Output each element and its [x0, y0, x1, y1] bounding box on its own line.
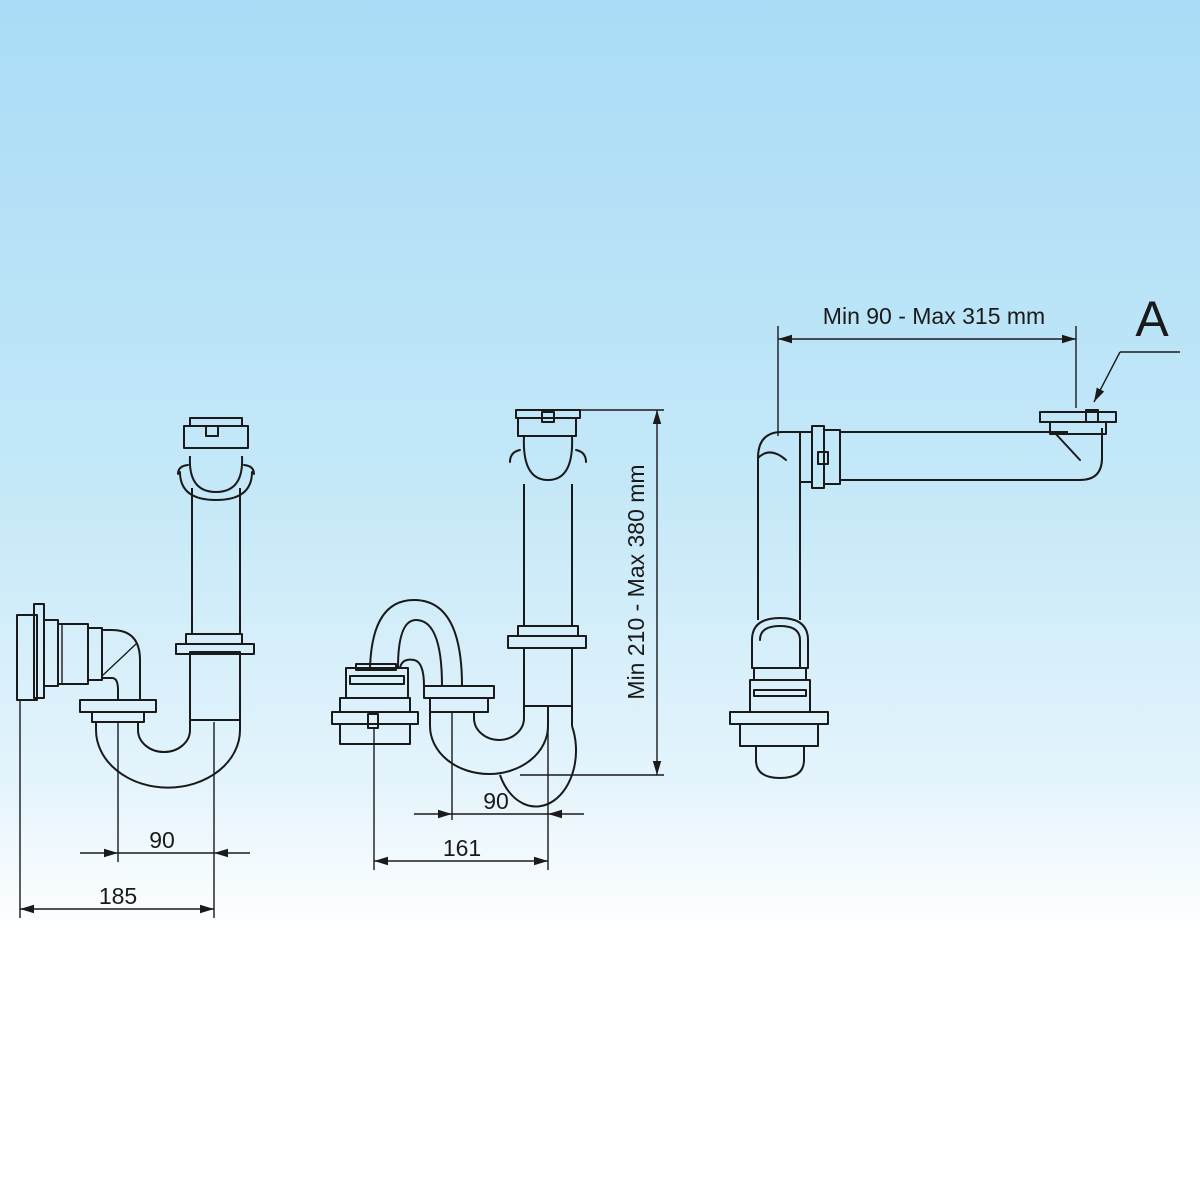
trap-2-width-dimension: 161	[443, 835, 481, 861]
trap-2-height-dimension: Min 210 - Max 380 mm	[623, 464, 649, 699]
trap-1-width-dimension: 185	[99, 883, 137, 909]
trap-3-drawing	[729, 326, 1180, 779]
trap-1-drawing	[16, 417, 255, 918]
callout-a-label: A	[1135, 291, 1169, 347]
trap-2-drawing	[331, 409, 664, 870]
trap-2-offset-dimension: 90	[483, 788, 509, 814]
trap-3-length-dimension: Min 90 - Max 315 mm	[823, 303, 1045, 329]
trap-1-offset-dimension: 90	[149, 827, 175, 853]
